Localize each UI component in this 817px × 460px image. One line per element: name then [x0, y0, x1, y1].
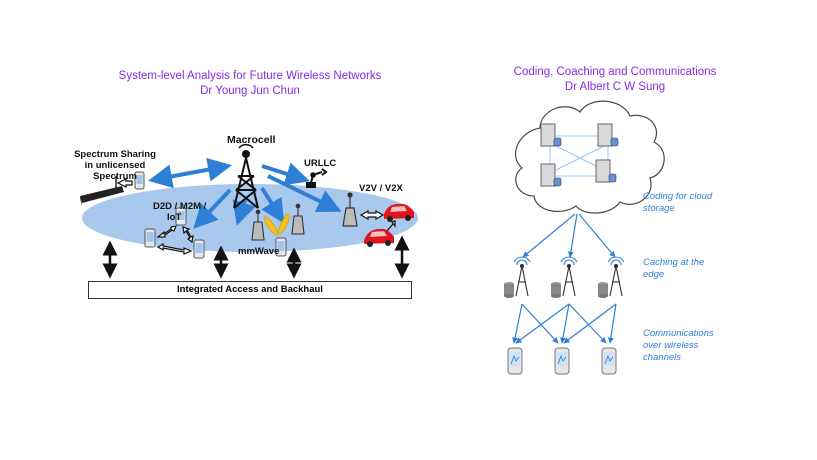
user-phone-icon-2: [554, 347, 570, 375]
v2x-exchange-arrow: [359, 209, 385, 221]
d2d-label-line1: D2D / M2M /: [153, 201, 207, 212]
communications-note: Communications over wireless channels: [643, 328, 714, 364]
right-title-line2: Dr Albert C W Sung: [564, 81, 666, 93]
user-phone-icon-1: [507, 347, 523, 375]
coding-note-line2: storage: [643, 203, 675, 214]
right-title-line1: Coding, Coaching and Communications: [513, 66, 717, 78]
coding-note: Coding for cloud storage: [643, 191, 712, 215]
right-title: Coding, Coaching and Communications Dr A…: [480, 65, 750, 95]
mmwave-label: mmWave: [238, 246, 280, 257]
backhaul-arrows: [102, 235, 410, 279]
comm-note-line1: Communications: [643, 328, 714, 339]
edge-storage-icon-2: [551, 282, 561, 298]
cloud-shape: [514, 100, 665, 214]
small-cell-icon-2: [291, 203, 305, 235]
macrocell-links: [148, 157, 342, 229]
left-title-line1: System-level Analysis for Future Wireles…: [118, 70, 382, 82]
v2v-label: V2V / V2X: [359, 183, 403, 194]
edge-tower-icon-3: [607, 256, 625, 297]
router-icon: [80, 176, 124, 206]
small-cell-icon-1: [251, 209, 265, 241]
spectrum-label-line1: Spectrum Sharing: [74, 149, 156, 160]
server-icon-2: [597, 123, 619, 147]
urllc-label: URLLC: [304, 158, 337, 169]
server-icon-3: [540, 163, 562, 187]
spectrum-label-line2: in unlicensed: [84, 160, 146, 171]
macrocell-label: Macrocell: [227, 134, 276, 146]
edge-storage-icon-3: [598, 282, 608, 298]
edge-storage-icon-1: [504, 282, 514, 298]
car-icon-1: [384, 204, 414, 222]
spectrum-label-line3: Spectrum: [93, 171, 137, 182]
mmwave-beams-icon: [263, 213, 290, 236]
server-icon-4: [595, 159, 617, 183]
iab-box: Integrated Access and Backhaul: [88, 281, 412, 299]
coding-note-line1: Coding for cloud: [643, 191, 713, 202]
v2v-tower-icon: [342, 192, 358, 227]
caching-note-line2: edge: [643, 269, 665, 280]
edge-tower-icon-1: [513, 256, 531, 297]
d2d-label: D2D / M2M / IoT: [153, 201, 206, 223]
caching-note: Caching at the edge: [643, 257, 704, 281]
left-title-line2: Dr Young Jun Chun: [200, 85, 300, 97]
phone-icon-d2d-1: [175, 207, 187, 226]
phone-icon-mmwave: [275, 237, 287, 257]
car-icon-2: [364, 229, 394, 247]
phone-icon-d2d-2: [144, 228, 156, 248]
spectrum-exchange-arrow: [116, 178, 133, 188]
edge-to-user-arrows: [512, 303, 617, 344]
comm-note-line3: channels: [643, 352, 682, 363]
caching-note-line1: Caching at the: [643, 257, 705, 268]
phone-icon-d2d-3: [193, 239, 205, 259]
comm-note-line2: over wireless: [643, 340, 699, 351]
spectrum-sharing-label: Spectrum Sharing in unlicensed Spectrum: [74, 149, 156, 182]
phone-icon-spectrum: [134, 171, 145, 190]
server-icon-1: [540, 123, 562, 147]
d2d-exchange-arrows: [156, 225, 194, 255]
cloud-to-edge-arrows: [522, 213, 616, 258]
left-title: System-level Analysis for Future Wireles…: [80, 69, 420, 99]
robot-arm-icon: [306, 168, 328, 188]
edge-tower-icon-2: [560, 256, 578, 297]
macrocell-tower-icon: [233, 143, 259, 209]
user-phone-icon-3: [601, 347, 617, 375]
d2d-label-line2: IoT: [167, 212, 182, 223]
